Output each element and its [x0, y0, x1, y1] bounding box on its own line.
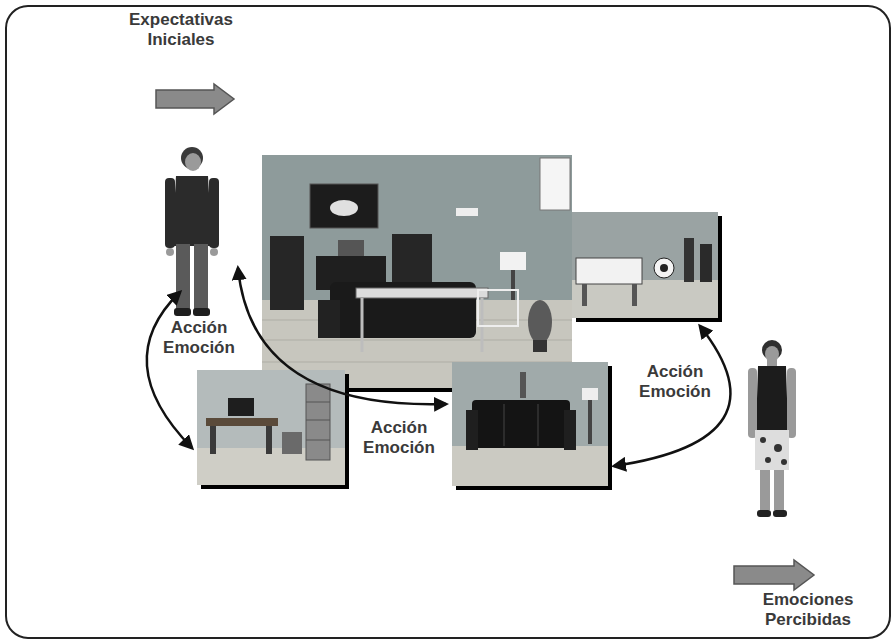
arrow-label: Acción Emoción — [634, 362, 716, 403]
room-picture — [338, 240, 364, 256]
person-figure — [755, 430, 789, 470]
room-picture — [306, 384, 330, 460]
arrow-label: Acción Emoción — [354, 418, 444, 459]
room-picture — [452, 362, 608, 486]
room-picture — [660, 264, 668, 272]
room-picture — [472, 400, 570, 448]
person-figure — [760, 437, 766, 443]
block-arrow — [156, 84, 234, 114]
room-picture — [228, 398, 254, 416]
person-figure — [765, 457, 771, 463]
person-figure — [185, 153, 201, 171]
person-figure — [756, 366, 788, 432]
room-picture — [210, 426, 216, 454]
room-picture — [576, 258, 642, 284]
room-picture — [572, 280, 718, 318]
person-figure — [757, 510, 771, 517]
room-picture — [533, 340, 547, 352]
room-picture — [197, 155, 722, 490]
label-holder: Acción Emoción — [354, 418, 444, 459]
room-picture — [306, 402, 330, 440]
room-picture — [330, 200, 358, 216]
room-picture — [318, 300, 340, 338]
room-picture — [588, 400, 592, 444]
label-holder: Acción Emoción — [634, 362, 716, 403]
person-figure — [165, 178, 175, 248]
room-picture — [282, 432, 302, 454]
room-picture — [310, 184, 378, 228]
curved-arrow — [147, 268, 731, 466]
room-picture — [500, 252, 526, 270]
room-picture — [266, 426, 272, 454]
room-picture — [520, 372, 526, 398]
label-holder: Emociones Percibidas — [750, 590, 866, 631]
person-figure — [773, 510, 787, 517]
room-picture — [356, 288, 488, 298]
label-holder: Expectativas Iniciales — [120, 10, 242, 51]
person-figure — [194, 244, 208, 310]
room-picture — [206, 418, 278, 426]
room-picture — [540, 158, 570, 210]
block-arrow — [156, 84, 814, 590]
curved-arrow — [614, 326, 730, 466]
room-picture — [582, 388, 598, 400]
room-picture — [511, 270, 515, 300]
input-label: Expectativas Iniciales — [120, 10, 242, 51]
person-figure — [774, 470, 784, 510]
outer-frame — [6, 6, 890, 638]
person-figure — [174, 308, 191, 316]
room-picture — [262, 155, 572, 388]
room-picture — [684, 238, 694, 282]
person-figure — [165, 147, 796, 517]
room-picture — [478, 290, 518, 326]
person-figure — [209, 178, 219, 248]
person-figure — [748, 368, 757, 438]
room-picture — [504, 404, 538, 446]
person-figure — [781, 459, 787, 465]
room-picture — [362, 298, 482, 352]
room-picture — [700, 244, 712, 282]
person-figure — [172, 176, 212, 246]
person-figure — [787, 368, 796, 438]
label-holder: Acción Emoción — [158, 318, 240, 359]
room-picture — [456, 208, 478, 216]
room-picture — [632, 284, 637, 306]
person-figure — [166, 248, 174, 256]
room-picture — [452, 446, 608, 486]
room-picture — [582, 284, 587, 306]
person-figure — [210, 248, 218, 256]
block-arrow — [734, 560, 814, 590]
person-figure — [765, 346, 779, 362]
curved-arrow — [147, 292, 192, 448]
room-picture — [572, 212, 718, 318]
room-picture — [466, 410, 478, 450]
output-label: Emociones Percibidas — [750, 590, 866, 631]
room-picture — [564, 410, 576, 450]
person-figure — [760, 470, 770, 510]
person-figure — [193, 308, 210, 316]
room-picture — [270, 236, 304, 310]
room-picture — [654, 258, 674, 278]
person-figure — [176, 244, 190, 310]
person-figure — [774, 444, 782, 452]
arrow-label: Acción Emoción — [158, 318, 240, 359]
outer-frame — [6, 6, 890, 638]
curved-arrow — [238, 268, 446, 404]
room-picture — [528, 300, 552, 344]
